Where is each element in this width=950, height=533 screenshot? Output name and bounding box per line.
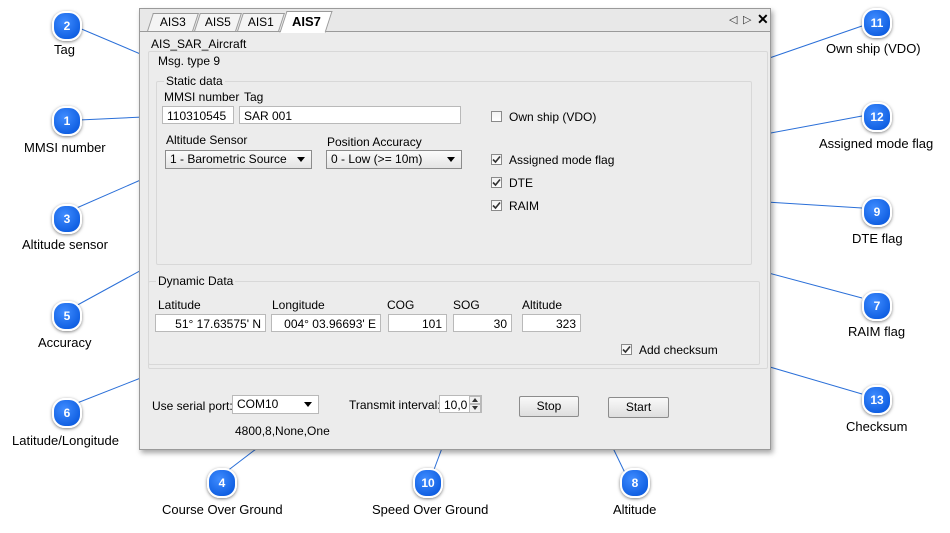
callout-badge-7: 7 xyxy=(862,291,892,321)
position-accuracy-label: Position Accuracy xyxy=(327,135,422,149)
raim-checkbox[interactable] xyxy=(491,200,502,211)
checksum-label: Add checksum xyxy=(639,343,718,357)
callout-label-10: Speed Over Ground xyxy=(372,502,489,517)
dropdown-arrow-icon xyxy=(304,402,312,407)
raim-label: RAIM xyxy=(509,199,539,213)
callout-badge-5: 5 xyxy=(52,301,82,331)
checksum-checkbox[interactable] xyxy=(621,344,632,355)
callout-label-9: DTE flag xyxy=(852,231,903,246)
tab-ais7[interactable]: AIS7 xyxy=(279,11,333,33)
altitude-sensor-label: Altitude Sensor xyxy=(166,133,248,147)
checkmark-icon xyxy=(492,178,501,187)
longitude-label: Longitude xyxy=(272,298,325,312)
callout-label-1: MMSI number xyxy=(24,140,106,155)
start-button[interactable]: Start xyxy=(608,397,669,418)
tab-strip: AIS3 AIS5 AIS1 AIS7 ◁ ▷ ✕ xyxy=(140,9,770,33)
dropdown-arrow-icon xyxy=(297,157,305,162)
callout-badge-13: 13 xyxy=(862,385,892,415)
sog-label: SOG xyxy=(453,298,480,312)
callout-badge-10: 10 xyxy=(413,468,443,498)
tab-prev-icon[interactable]: ◁ xyxy=(729,14,738,26)
tab-label: AIS5 xyxy=(204,15,231,29)
position-accuracy-value: 0 - Low (>= 10m) xyxy=(331,152,423,166)
stop-button[interactable]: Stop xyxy=(519,396,579,417)
mmsi-label: MMSI number xyxy=(164,90,240,104)
tab-ais5[interactable]: AIS5 xyxy=(194,13,242,31)
close-icon[interactable]: ✕ xyxy=(757,11,769,27)
tab-label: AIS3 xyxy=(159,15,186,29)
tab-ais3[interactable]: AIS3 xyxy=(147,13,199,31)
callout-label-3: Altitude sensor xyxy=(22,237,108,252)
msg-type-group xyxy=(148,51,768,369)
spin-up-icon[interactable] xyxy=(469,396,481,404)
tab-label: AIS7 xyxy=(291,14,321,29)
checkmark-icon xyxy=(622,345,631,354)
static-data-group xyxy=(156,81,752,265)
cog-input[interactable]: 101 xyxy=(388,314,447,332)
callout-label-11: Own ship (VDO) xyxy=(826,41,921,56)
callout-badge-9: 9 xyxy=(862,197,892,227)
callout-badge-11: 11 xyxy=(862,8,892,38)
altitude-input[interactable]: 323 xyxy=(522,314,581,332)
callout-badge-8: 8 xyxy=(620,468,650,498)
static-data-label: Static data xyxy=(164,74,225,88)
callout-badge-6: 6 xyxy=(52,398,82,428)
dte-checkbox[interactable] xyxy=(491,177,502,188)
callout-label-5: Accuracy xyxy=(38,335,92,350)
callout-label-8: Altitude xyxy=(613,502,657,517)
tag-label: Tag xyxy=(244,90,264,104)
msg-type-label: Msg. type 9 xyxy=(156,54,223,68)
callout-label-12: Assigned mode flag xyxy=(819,136,934,151)
position-accuracy-select[interactable]: 0 - Low (>= 10m) xyxy=(326,150,462,169)
serial-port-select[interactable]: COM10 xyxy=(232,395,319,414)
callout-label-4: Course Over Ground xyxy=(162,502,283,517)
callout-label-6: Latitude/Longitude xyxy=(12,433,119,448)
altitude-sensor-value: 1 - Barometric Source xyxy=(170,152,287,166)
sog-input[interactable]: 30 xyxy=(453,314,512,332)
checkmark-icon xyxy=(492,201,501,210)
assigned-mode-label: Assigned mode flag xyxy=(509,153,615,167)
serial-port-label: Use serial port: xyxy=(152,399,233,413)
altitude-sensor-select[interactable]: 1 - Barometric Source xyxy=(165,150,312,169)
serial-port-value: COM10 xyxy=(237,397,279,411)
window-title: AIS_SAR_Aircraft xyxy=(151,37,247,51)
cog-label: COG xyxy=(387,298,415,312)
tab-label: AIS1 xyxy=(247,15,274,29)
callout-badge-12: 12 xyxy=(862,102,892,132)
dropdown-arrow-icon xyxy=(447,157,455,162)
own-ship-label: Own ship (VDO) xyxy=(509,110,597,124)
tag-input[interactable]: SAR 001 xyxy=(239,106,461,124)
callout-label-2: Tag xyxy=(54,42,75,57)
dynamic-data-label: Dynamic Data xyxy=(156,274,236,288)
dte-label: DTE xyxy=(509,176,533,190)
port-settings-text: 4800,8,None,One xyxy=(235,424,330,438)
latitude-input[interactable]: 51° 17.63575' N xyxy=(155,314,266,332)
callout-badge-4: 4 xyxy=(207,468,237,498)
assigned-mode-checkbox[interactable] xyxy=(491,154,502,165)
ais-window: AIS3 AIS5 AIS1 AIS7 ◁ ▷ ✕ AIS_SAR_Aircra… xyxy=(139,8,771,450)
checkmark-icon xyxy=(492,155,501,164)
transmit-interval-label: Transmit interval: xyxy=(349,398,441,412)
callout-badge-1: 1 xyxy=(52,106,82,136)
callout-badge-3: 3 xyxy=(52,204,82,234)
dynamic-data-group xyxy=(148,281,760,365)
callout-label-7: RAIM flag xyxy=(848,324,906,339)
own-ship-checkbox[interactable] xyxy=(491,111,502,122)
mmsi-input[interactable]: 110310545 xyxy=(162,106,234,124)
latitude-label: Latitude xyxy=(158,298,201,312)
callout-label-13: Checksum xyxy=(846,419,908,434)
altitude-label: Altitude xyxy=(522,298,563,312)
longitude-input[interactable]: 004° 03.96693' E xyxy=(271,314,381,332)
tab-ais1[interactable]: AIS1 xyxy=(237,13,285,31)
tab-next-icon[interactable]: ▷ xyxy=(743,14,752,26)
spin-down-icon[interactable] xyxy=(469,404,481,413)
callout-badge-2: 2 xyxy=(52,11,82,41)
